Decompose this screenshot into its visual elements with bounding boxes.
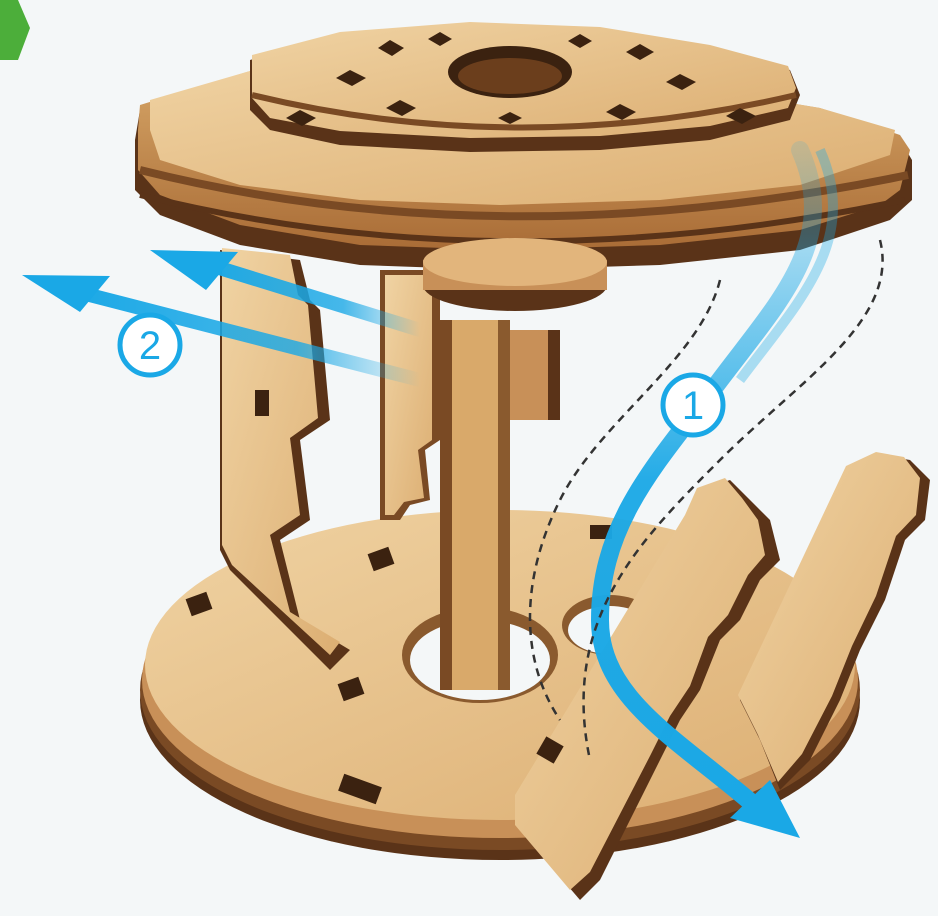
left-back-panel <box>380 270 440 520</box>
step1-label: 1 <box>682 384 704 428</box>
step2-label: 2 <box>139 324 161 368</box>
corner-badge-icon <box>0 0 30 60</box>
panel-slot <box>255 390 269 416</box>
